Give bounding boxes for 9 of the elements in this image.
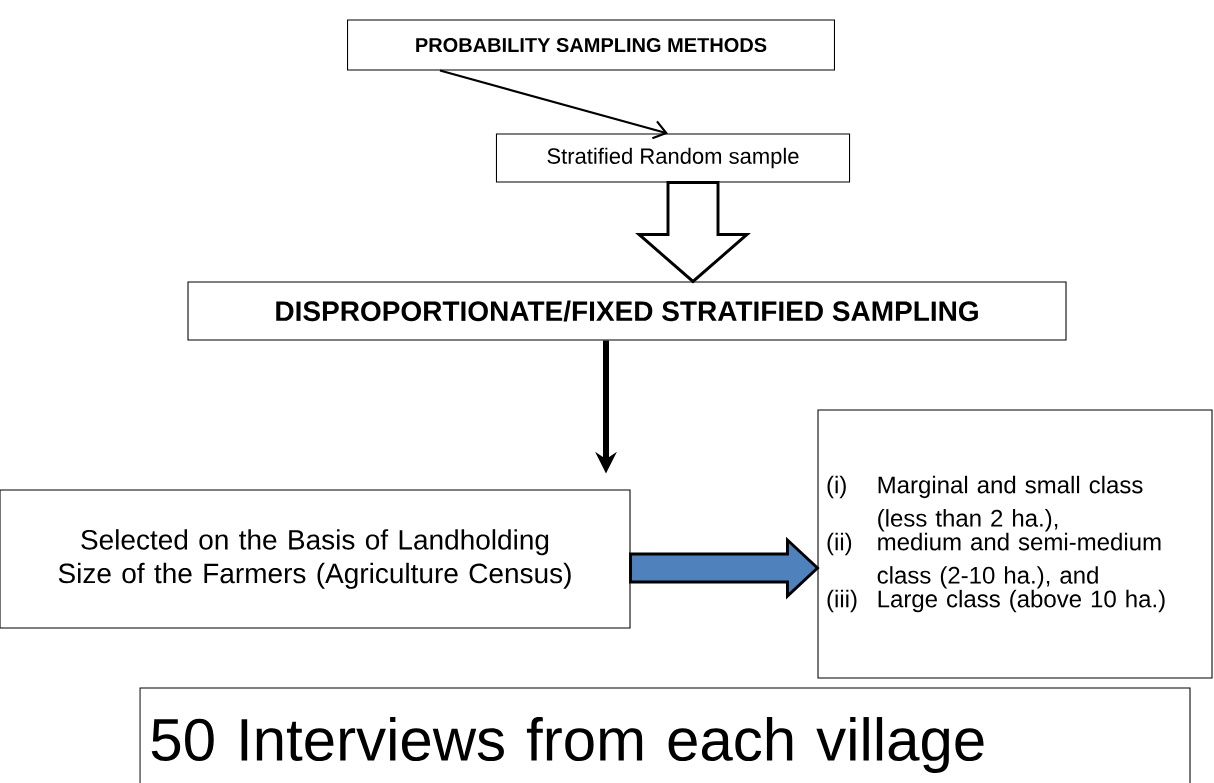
heading-box: PROBABILITY SAMPLING METHODS <box>347 19 835 71</box>
process-box: Selected on the Basis of Landholding Size of the Farmers (Agriculture Census) <box>0 489 631 629</box>
block-arrow <box>629 536 820 600</box>
block-arrow <box>635 181 751 284</box>
result-box: 50 Interviews from each village <box>139 687 1191 783</box>
arrow <box>439 69 668 140</box>
process-box: Stratified Random sample <box>495 133 851 183</box>
heading-box: DISPROPORTIONATE/FIXED STRATIFIED SAMPLING <box>187 281 1067 341</box>
list-box: (i) Marginal and small class (less than 2 ha.), (ii) medium and semi-medium class (2-10 ha.), and (iii) Large class (above 10 ha.) <box>817 409 1213 679</box>
